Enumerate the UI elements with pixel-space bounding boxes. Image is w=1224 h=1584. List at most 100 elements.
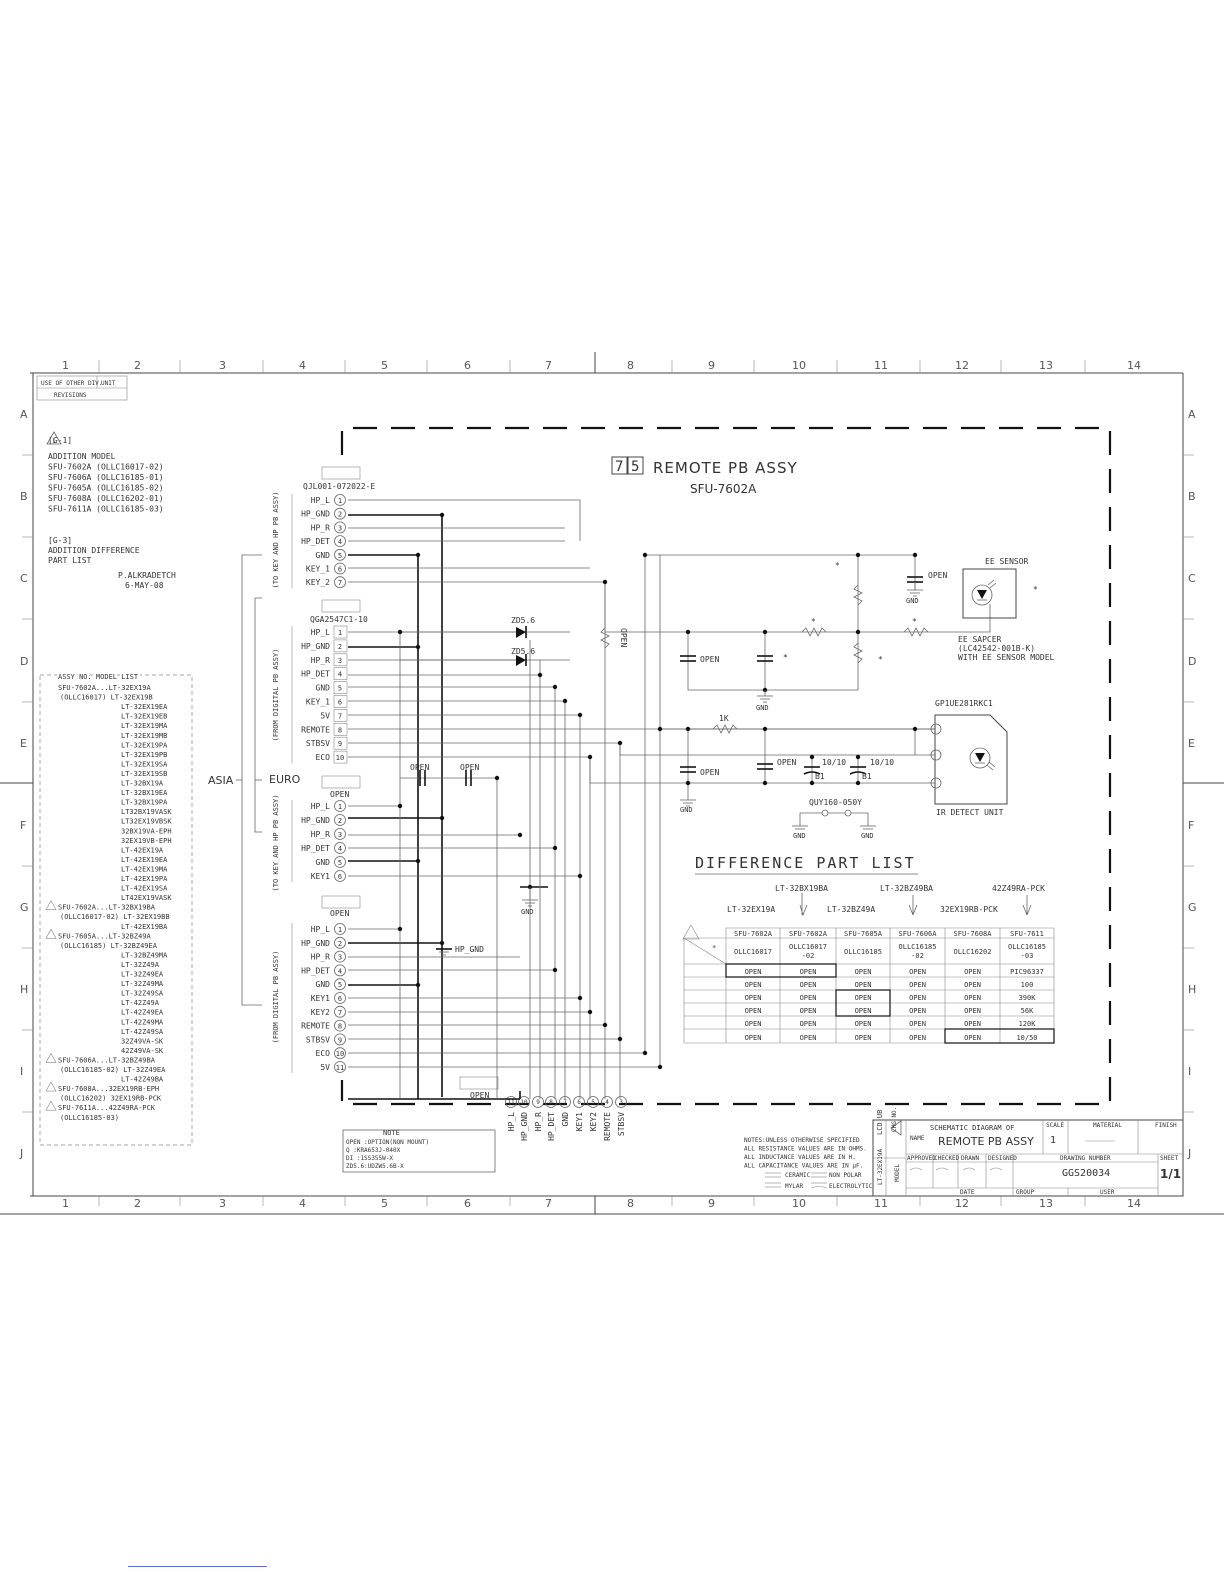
assembly-boundary <box>340 426 1112 1106</box>
revision-triangle-icon <box>45 1081 57 1092</box>
column-label: 3 <box>219 359 226 372</box>
bottom-pin-number: 7 <box>563 1099 567 1106</box>
diff-header: SFU-7602A <box>734 930 773 938</box>
diff-cell: OPEN <box>909 1034 926 1042</box>
diff-cell: OPEN <box>745 1034 762 1042</box>
diff-header: SFU-7606A <box>899 930 938 938</box>
ground-symbol: GND <box>756 690 773 712</box>
note-lines: OPEN :OPTION(NON MOUNT)Q :KRA653J-040XDI… <box>346 1139 429 1170</box>
model-list-line: LT-32EX19EB <box>121 713 167 721</box>
svg-text:10/10: 10/10 <box>822 758 846 767</box>
table-star: * <box>712 944 716 952</box>
connector-pin-number: 10 <box>336 1050 344 1058</box>
footer-link-underline[interactable] <box>128 1566 267 1567</box>
model-list-line: LT-32EX19PA <box>121 741 168 749</box>
bottom-pin-label: HP_R <box>534 1112 543 1131</box>
resistor-star-1 <box>801 627 827 637</box>
diff-cell: OPEN <box>964 1034 981 1042</box>
euro-label: EURO <box>269 773 301 786</box>
g1-line: SFU-7606A (OLLC16185-01) <box>48 473 164 482</box>
column-label: 8 <box>627 1197 634 1210</box>
revision-box: USE OF OTHER DIV. UNIT REVISIONS <box>36 375 128 401</box>
column-label: 12 <box>955 359 969 372</box>
connector-pin-label: GND <box>316 980 331 989</box>
g1-line: SFU-7605A (OLLC16185-02) <box>48 484 164 493</box>
connector-pin-label: HP_DET <box>301 670 330 679</box>
difference-part-list: DIFFERENCE PART LIST LT-32BX19BA LT-32BZ… <box>682 854 1055 1044</box>
svg-text:CHG NO.: CHG NO. <box>891 1107 898 1132</box>
g1-line: SFU-7602A (OLLC16017-02) <box>48 463 164 472</box>
notes-unless-line: NOTES:UNLESS OTHERWISE SPECIFIED <box>744 1137 860 1144</box>
bottom-connector-part: OPEN <box>470 1091 489 1100</box>
model-list-line: (OLLC16017) LT-32EX19B <box>60 694 153 702</box>
connector-side-label: (FROM DIGITAL PB ASSY) <box>272 951 280 1044</box>
connector-pin-number: 7 <box>338 712 342 720</box>
diff-header: SFU-7605A <box>844 930 883 938</box>
svg-text:SHEET: SHEET <box>1160 1155 1178 1162</box>
model-list-line: LT-32EX19SB <box>121 770 167 778</box>
connector-part-number: OPEN <box>330 909 349 918</box>
svg-text:ZD5.6: ZD5.6 <box>511 616 535 625</box>
model-list-line: LT-32Z49SA <box>121 990 164 998</box>
note-box: NOTE OPEN :OPTION(NON MOUNT)Q :KRA653J-0… <box>342 1129 496 1173</box>
notes-unless-line: ALL INDUCTANCE VALUES ARE IN H. <box>744 1154 856 1161</box>
svg-text:OPEN: OPEN <box>460 763 479 772</box>
column-label: 1 <box>62 1197 69 1210</box>
model-list-line: LT-42Z49BA <box>121 1076 164 1084</box>
capacitor-10-10-1: 10/10 B1 <box>803 758 846 781</box>
connector-pin-label: HP_DET <box>301 537 330 546</box>
svg-text:10/10: 10/10 <box>870 758 894 767</box>
connector-pin-label: ECO <box>316 1049 331 1058</box>
diff-cell: OPEN <box>964 994 981 1002</box>
ee-sensor: EE SENSOR * <box>962 557 1038 619</box>
svg-text:DATE: DATE <box>960 1189 975 1196</box>
connector-pin-label: KEY2 <box>311 1008 330 1017</box>
title-number-2: 5 <box>631 459 639 475</box>
model-list-line: LT-42EX19SA <box>121 885 168 893</box>
model-list: ASSY NO. MODEL LIST SFU-7602A...LT-32EX1… <box>39 671 193 1146</box>
row-label: C <box>1188 572 1196 585</box>
column-label: 9 <box>708 1197 715 1210</box>
model-list-line: LT-32EX19MB <box>121 732 167 740</box>
revision-triangle-icon <box>45 1052 57 1063</box>
row-label: F <box>20 819 26 832</box>
bottom-pin-number: 6 <box>577 1099 581 1106</box>
svg-text:OPEN: OPEN <box>928 571 947 580</box>
bottom-pin-number: 9 <box>536 1099 540 1106</box>
connector-side-label: (TO KEY AND HP PB ASSY) <box>272 795 280 892</box>
model-list-line: 32Z49VA-SK <box>121 1037 164 1045</box>
svg-text:*: * <box>811 617 816 626</box>
column-label: 5 <box>381 1197 388 1210</box>
model-list-line: LT-32BX19A <box>121 780 164 788</box>
row-label: A <box>20 408 28 421</box>
row-label: H <box>20 983 28 996</box>
diff-header: SFU-7602A <box>789 930 828 938</box>
model-list-line: LT-42Z49A <box>121 999 160 1007</box>
svg-text:OPEN: OPEN <box>700 655 719 664</box>
capacitor-2: * <box>757 653 788 662</box>
note-line: DI :1SS355W-X <box>346 1155 393 1162</box>
connector-pin-number: 6 <box>338 995 342 1003</box>
diff-cell: OPEN <box>800 1007 817 1015</box>
diff-cell: OPEN <box>909 1007 926 1015</box>
svg-text:DESIGNED: DESIGNED <box>988 1155 1017 1162</box>
row-label: J <box>1187 1147 1191 1160</box>
diff-cell: OPEN <box>855 1020 872 1028</box>
connector-pin-label: KEY_1 <box>306 565 330 574</box>
svg-text:FINISH: FINISH <box>1155 1122 1177 1129</box>
connector-pin-label: STBSV <box>306 1035 330 1044</box>
svg-text:MATERIAL: MATERIAL <box>1093 1122 1122 1129</box>
title-model: SFU-7602A <box>690 482 757 496</box>
svg-text:USER: USER <box>1100 1189 1115 1196</box>
svg-text:ELECTROLYTIC: ELECTROLYTIC <box>829 1183 873 1190</box>
connector-pin-number: 5 <box>338 859 342 867</box>
diff-subheader: OLLC16017-02 <box>789 943 827 960</box>
svg-text:LT-32EX19A: LT-32EX19A <box>877 1148 884 1185</box>
row-label: B <box>1188 490 1196 503</box>
svg-text:LT-32EX19A: LT-32EX19A <box>727 905 775 914</box>
ir-detect-unit: GP1UE281RKC1 IR DETECT UNIT <box>930 699 1008 817</box>
svg-text:32EX19RB-PCK: 32EX19RB-PCK <box>940 905 998 914</box>
diff-cell: PIC96337 <box>1010 968 1044 976</box>
